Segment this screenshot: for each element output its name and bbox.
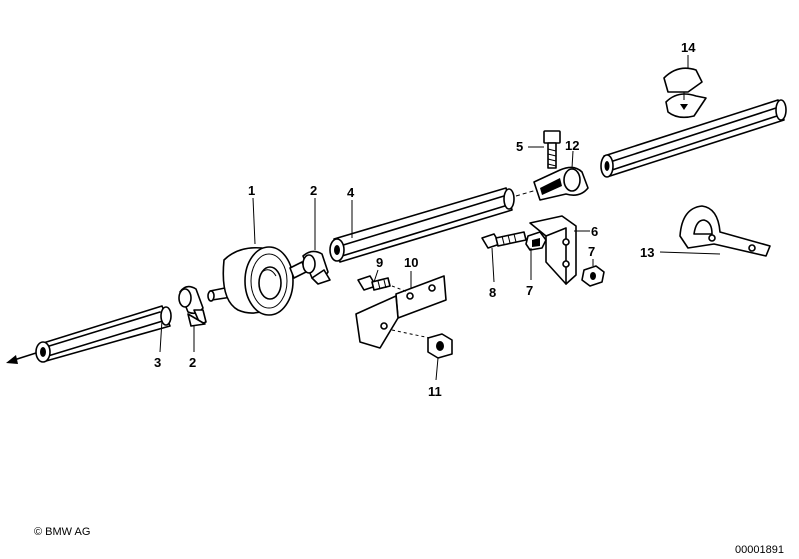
callout-2-lower: 2 — [189, 355, 197, 370]
flow-direction-arrow — [6, 352, 37, 364]
callout-1: 1 — [248, 183, 256, 198]
callout-8: 8 — [489, 285, 497, 300]
bolt-part-8 — [481, 231, 527, 249]
hose-part-3 — [35, 305, 172, 363]
callout-12: 12 — [565, 138, 580, 153]
callout-7-right: 7 — [588, 244, 596, 259]
callout-7-center: 7 — [526, 283, 534, 298]
nut-part-11 — [427, 333, 453, 359]
callout-6: 6 — [591, 224, 599, 239]
split-clip-part-14 — [663, 67, 707, 119]
hose-part-4 — [329, 187, 541, 263]
callout-4: 4 — [347, 185, 355, 200]
callout-10: 10 — [404, 255, 419, 270]
bolt-part-9 — [357, 275, 391, 291]
callout-14: 14 — [681, 40, 696, 55]
callout-3: 3 — [154, 355, 162, 370]
callout-13: 13 — [640, 245, 655, 260]
hose-clamp-part-2-lower — [178, 285, 207, 327]
callout-5: 5 — [516, 139, 524, 154]
fuel-damper-part-1 — [207, 246, 307, 316]
bolt-part-5 — [543, 130, 561, 169]
callout-9: 9 — [376, 255, 384, 270]
angle-bracket-part-10 — [355, 275, 447, 349]
nut-part-7 — [581, 265, 605, 287]
bracket-part-6 — [525, 215, 577, 285]
hose-right — [600, 99, 787, 178]
copyright-text: © BMW AG — [34, 526, 91, 538]
hose-clamp-part-2-upper — [302, 250, 331, 285]
callout-11: 11 — [428, 384, 442, 399]
leader-lines — [159, 55, 721, 381]
image-number: 00001891 — [735, 544, 784, 556]
clip-part-12 — [533, 166, 589, 201]
strap-clip-part-13 — [679, 205, 771, 257]
callout-2-upper: 2 — [310, 183, 318, 198]
